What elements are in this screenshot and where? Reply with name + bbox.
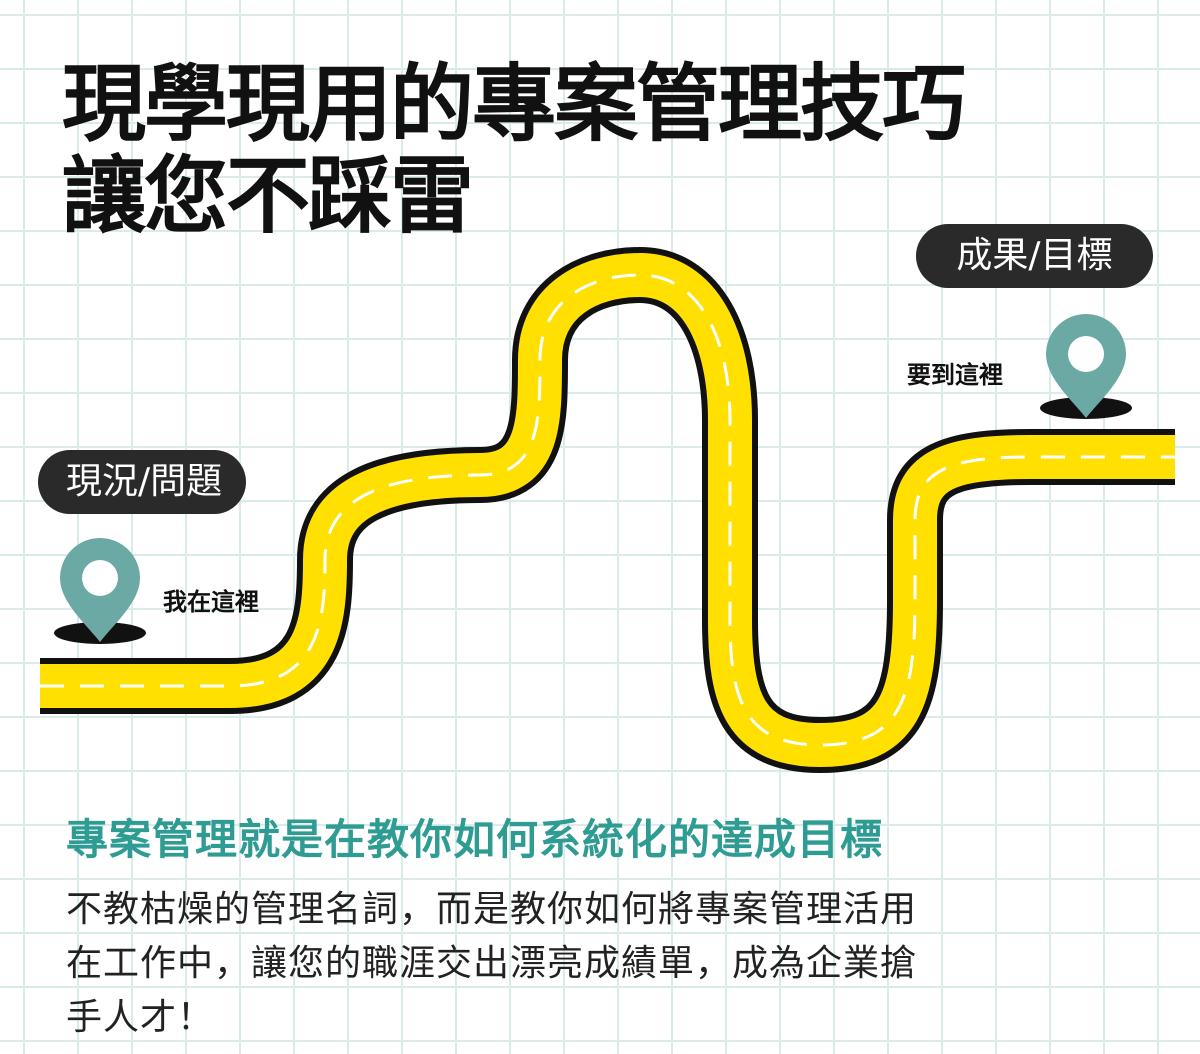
road-center-dashes <box>40 273 1175 747</box>
goal-pill: 成果/目標 <box>916 224 1153 288</box>
subtitle: 專案管理就是在教你如何系統化的達成目標 <box>66 815 884 864</box>
description-line-1: 不教枯燥的管理名詞，而是教你如何將專案管理活用 <box>66 889 918 930</box>
winding-road <box>40 247 1175 773</box>
map-pin-icon <box>60 538 140 642</box>
goal-pin <box>1040 314 1132 419</box>
title-line-2: 讓您不踩雷 <box>62 147 474 245</box>
page-title: 現學現用的專案管理技巧 讓您不踩雷 <box>62 55 966 245</box>
description-line-2: 在工作中，讓您的職涯交出漂亮成績單，成為企業搶 <box>66 943 918 984</box>
current-situation-pill: 現況/問題 <box>38 450 246 514</box>
start-pin <box>54 538 146 644</box>
description-line-3: 手人才！ <box>66 997 215 1038</box>
start-pin-label: 我在這裡 <box>163 588 259 616</box>
map-pin-icon <box>1046 314 1126 418</box>
goal-pin-label: 要到這裡 <box>907 361 1003 389</box>
description: 不教枯燥的管理名詞，而是教你如何將專案管理活用 在工作中，讓您的職涯交出漂亮成績… <box>66 883 1066 1045</box>
title-line-1: 現學現用的專案管理技巧 <box>62 55 966 153</box>
